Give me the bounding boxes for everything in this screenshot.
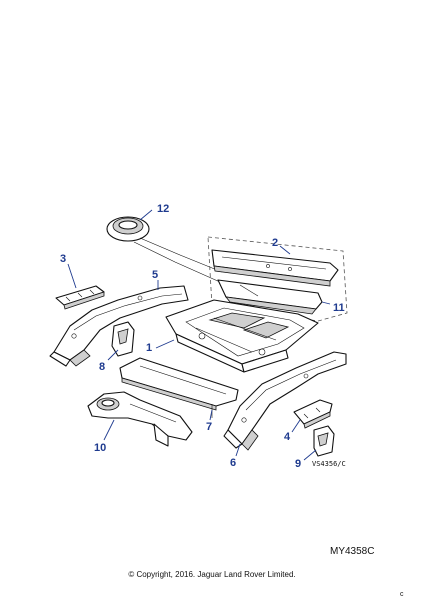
callout-8: 8 [99,361,105,373]
part-6-longitudinal-rh [223,351,347,451]
part-10-bracket [87,391,193,447]
part-3-bracket [55,285,105,310]
callout-7: 7 [206,421,212,433]
callout-5: 5 [152,269,158,281]
drawing-reference: VS4356/C [312,460,346,468]
page-mark: c [400,591,404,598]
part-1-floor-pan [165,299,319,373]
leader-lines [67,209,331,461]
part-11-panel [217,279,323,315]
part-7-crossmember [119,357,239,418]
callout-10: 10 [94,442,106,454]
callout-6: 6 [230,457,236,469]
part-9-bracket [313,425,335,457]
copyright-notice: © Copyright, 2016. Jaguar Land Rover Lim… [128,570,296,579]
callout-2: 2 [272,237,278,249]
callout-3: 3 [60,253,66,265]
callout-9: 9 [295,458,301,470]
part-5-longitudinal-lh [49,285,189,367]
callout-12: 12 [157,203,169,215]
part-2-crossmember [211,249,339,287]
diagram-id: MY4358C [330,546,375,557]
callout-4: 4 [284,431,291,443]
callout-1: 1 [146,342,152,354]
part-8-bracket [111,321,135,357]
callout-11: 11 [333,302,345,314]
part-12-cover [106,216,223,283]
assembly-box-2 [207,236,348,322]
part-4-bracket [293,399,333,429]
